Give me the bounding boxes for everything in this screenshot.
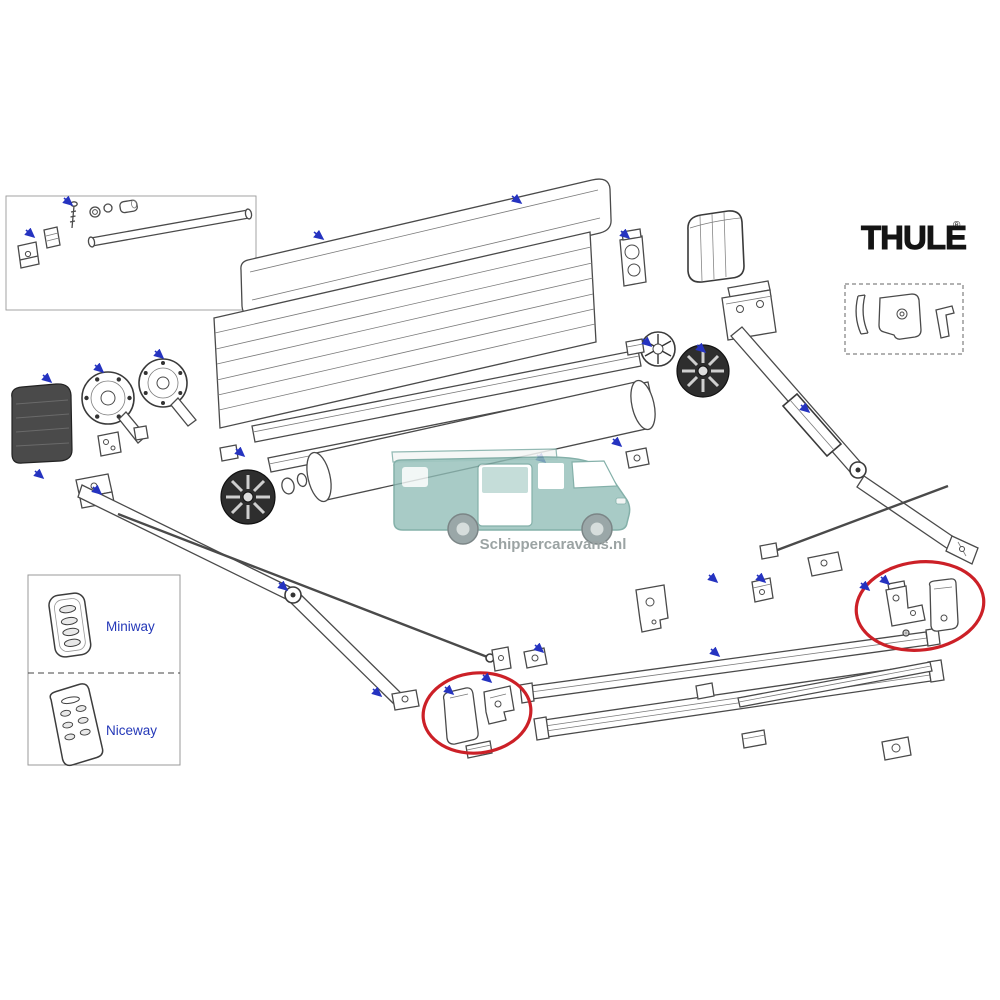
end-cowl-bracket [687, 210, 745, 283]
watermark: Schippercaravans.nl [391, 448, 631, 553]
motor-part-small [43, 226, 61, 249]
highlight-ellipse-right [854, 560, 986, 652]
watermark-text: Schippercaravans.nl [480, 536, 627, 553]
circled-parts-bottom [421, 671, 533, 759]
top-right-brackets [619, 210, 745, 356]
roller-end-hub-left [220, 469, 308, 525]
miniway-remote-icon [48, 592, 92, 658]
cap-part-small [119, 199, 138, 214]
direction-arrows [24, 193, 891, 698]
accessory-dashed-box [844, 283, 964, 355]
right-spring-arm [730, 326, 979, 577]
circled-parts-right [854, 560, 986, 652]
small-clip-mid [625, 338, 645, 356]
registered-mark: ® [953, 220, 961, 231]
niceway-label: Niceway [106, 723, 157, 738]
screw-small [69, 201, 78, 229]
right-mount-bracket [721, 280, 777, 341]
double-eye-bracket [619, 228, 647, 287]
awning-case-lid [240, 178, 612, 317]
spring-housing-a [81, 371, 147, 444]
spoked-end-wheel [640, 331, 676, 367]
brand-text: THULE [861, 219, 966, 256]
detail-box-top-left [5, 195, 257, 311]
miniway-label: Miniway [106, 619, 155, 634]
thule-logo: THULE ® [861, 219, 968, 257]
roller-end-hub-right [676, 344, 730, 398]
roller-tube-small [87, 208, 253, 248]
camper-van-illustration [391, 448, 631, 545]
end-bracket-small [17, 241, 40, 269]
misc-brackets [219, 444, 912, 761]
highlight-ellipse-bottom [421, 671, 533, 755]
spring-housing-b [138, 358, 197, 427]
awning-case-front-ribbed [213, 231, 597, 429]
left-end-cap-dark [11, 383, 73, 464]
ring-parts-small [89, 203, 113, 218]
legend-box: Miniway Niceway [27, 574, 181, 767]
left-spring-arm [77, 484, 512, 711]
left-mount-assembly [11, 358, 197, 509]
niceway-remote-icon [49, 683, 104, 767]
